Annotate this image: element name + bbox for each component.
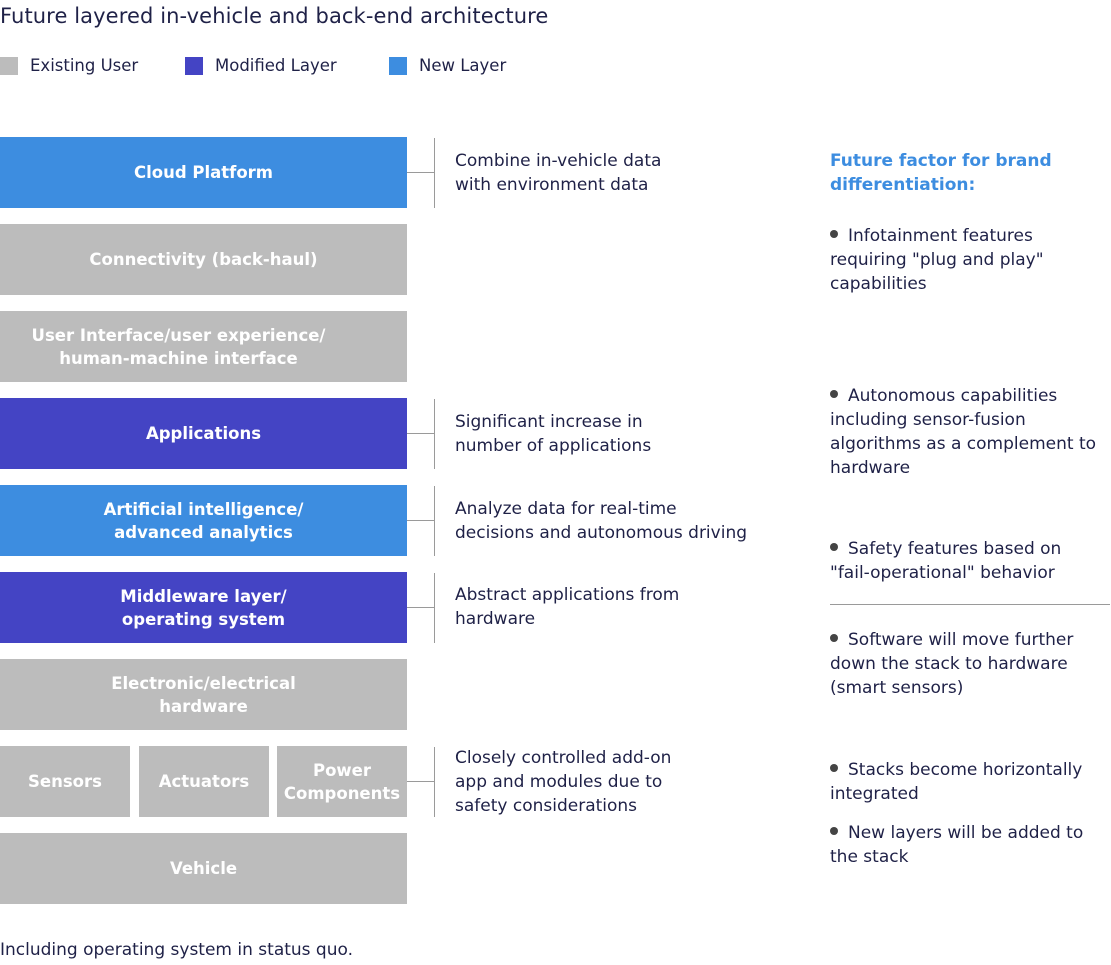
layer-ai-line1: Artificial intelligence/ (103, 499, 304, 519)
sidebar-divider (830, 604, 1110, 605)
bullet-dot-icon (830, 230, 838, 238)
layer-middleware-line2: operating system (121, 609, 286, 629)
layer-cloud-platform-label: Cloud Platform (133, 163, 274, 182)
layer-power-components: Power Components (277, 746, 407, 817)
sidebar-bullet-5-text: Stacks become horizontally integrated (830, 760, 1083, 804)
layer-actuators: Actuators (139, 746, 269, 817)
layer-vehicle-label: Vehicle (169, 859, 238, 878)
bracket-applications (434, 399, 435, 469)
legend-modified: Modified Layer (185, 56, 337, 75)
layer-sensors: Sensors (0, 746, 130, 817)
sidebar-bullet-2: Autonomous capabilities including sensor… (830, 384, 1105, 480)
layer-connectivity: Connectivity (back-haul) (0, 224, 407, 295)
layer-user-interface-extension (357, 311, 407, 382)
bracket-sensors (434, 747, 435, 817)
layer-electronic-hardware: Electronic/electrical hardware (0, 659, 407, 730)
connector-middleware (407, 607, 434, 608)
layer-power-line1: Power (313, 760, 371, 780)
layer-applications-label: Applications (145, 424, 262, 443)
sidebar-bullet-1-text: Infotainment features requiring "plug an… (830, 226, 1044, 294)
legend-swatch-modified (185, 56, 203, 75)
bullet-dot-icon (830, 390, 838, 398)
legend-label-modified: Modified Layer (215, 56, 337, 75)
bullet-dot-icon (830, 634, 838, 642)
layer-ai-line2: advanced analytics (114, 522, 293, 542)
description-applications: Significant increase in number of applic… (455, 412, 652, 456)
layer-vehicle: Vehicle (0, 833, 407, 904)
legend-swatch-existing (0, 56, 18, 75)
description-middleware: Abstract applications from hardware (455, 585, 680, 629)
description-sensors: Closely controlled add-on app and module… (455, 748, 672, 816)
layer-actuators-label: Actuators (158, 772, 250, 791)
layer-ee-line2: hardware (159, 696, 248, 716)
sidebar-bullet-2-text: Autonomous capabilities including sensor… (830, 386, 1097, 478)
connector-sensors (407, 781, 434, 782)
layer-user-interface-line1: User Interface/user experience/ (31, 325, 326, 345)
legend-label-new: New Layer (419, 56, 507, 75)
layer-sensors-label: Sensors (28, 772, 102, 791)
legend-new: New Layer (389, 56, 506, 75)
layer-user-interface-line2: human-machine interface (59, 348, 298, 368)
connector-ai (407, 520, 434, 521)
bullet-dot-icon (830, 543, 838, 551)
layer-connectivity-label: Connectivity (back-haul) (89, 250, 318, 269)
footnote: Including operating system in status quo… (0, 940, 354, 960)
sidebar-bullet-3: Safety features based on "fail-operation… (830, 537, 1090, 585)
sidebar-title: Future factor for brand differentiation: (830, 151, 1052, 195)
connector-applications (407, 433, 434, 434)
layer-power-line2: Components (283, 783, 401, 803)
connector-cloud (407, 172, 434, 173)
layer-ee-line1: Electronic/electrical (111, 673, 296, 693)
legend-label-existing: Existing User (30, 56, 139, 75)
legend-swatch-new (389, 56, 407, 75)
legend-existing: Existing User (0, 56, 138, 75)
bullet-dot-icon (830, 827, 838, 835)
sidebar-bullet-1: Infotainment features requiring "plug an… (830, 224, 1070, 296)
bracket-middleware (434, 573, 435, 643)
layer-user-interface: User Interface/user experience/ human-ma… (0, 311, 357, 382)
bracket-ai (434, 486, 435, 556)
sidebar-bullet-4-text: Software will move further down the stac… (830, 630, 1074, 698)
sidebar-bullet-5: Stacks become horizontally integrated (830, 758, 1105, 806)
description-ai: Analyze data for real-time decisions and… (455, 499, 748, 543)
sidebar-bullet-6: New layers will be added to the stack (830, 821, 1105, 869)
layer-artificial-intelligence: Artificial intelligence/ advanced analyt… (0, 485, 407, 556)
layer-applications: Applications (0, 398, 407, 469)
bullet-dot-icon (830, 764, 838, 772)
diagram-title: Future layered in-vehicle and back-end a… (0, 4, 549, 28)
layer-cloud-platform: Cloud Platform (0, 137, 407, 208)
bracket-cloud (434, 138, 435, 208)
sidebar-bullet-4: Software will move further down the stac… (830, 628, 1095, 700)
layer-middleware-line1: Middleware layer/ (120, 586, 287, 606)
sidebar-bullet-3-text: Safety features based on "fail-operation… (830, 539, 1062, 583)
description-cloud: Combine in-vehicle data with environment… (455, 151, 662, 195)
layer-middleware: Middleware layer/ operating system (0, 572, 407, 643)
sidebar-bullet-6-text: New layers will be added to the stack (830, 823, 1084, 867)
